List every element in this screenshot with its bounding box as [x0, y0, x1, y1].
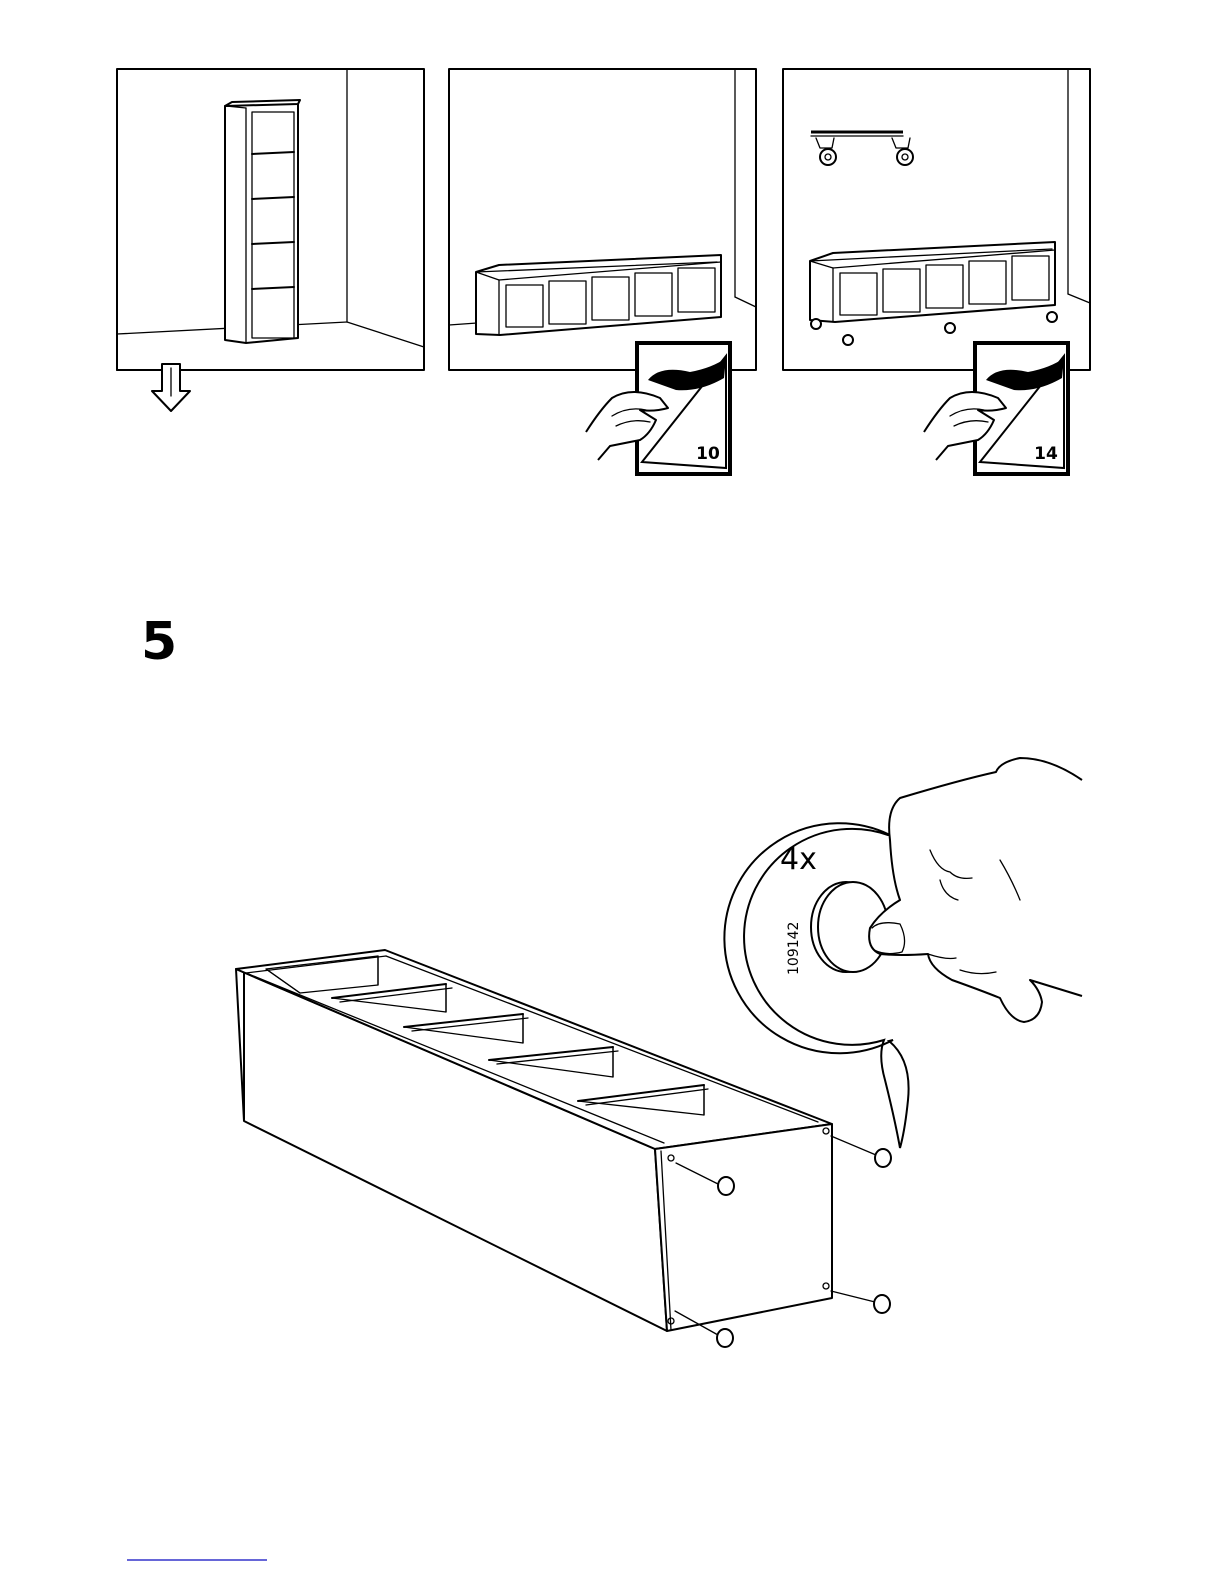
long-shelf-on-casters-illustration [810, 242, 1057, 345]
long-shelf-illustration [476, 255, 721, 335]
step-number: 5 [141, 612, 177, 672]
hand-illustration [869, 758, 1082, 1022]
page-reference-10: 10 [586, 343, 730, 474]
panel-long-shelf-with-casters: 14 [783, 69, 1090, 474]
down-arrow-icon [117, 364, 200, 411]
panel-tall-shelf [117, 69, 424, 411]
panel-long-shelf: 10 [449, 69, 756, 474]
page-ref-number: 14 [1034, 444, 1058, 464]
page-reference-14: 14 [924, 343, 1068, 474]
shelf-lying-illustration [236, 950, 832, 1331]
page-ref-number: 10 [696, 444, 720, 464]
caster-plate-icon [811, 132, 913, 165]
part-quantity: 4x [780, 842, 817, 877]
tall-shelf-illustration [225, 100, 300, 343]
article-number: 109142 [786, 922, 802, 975]
